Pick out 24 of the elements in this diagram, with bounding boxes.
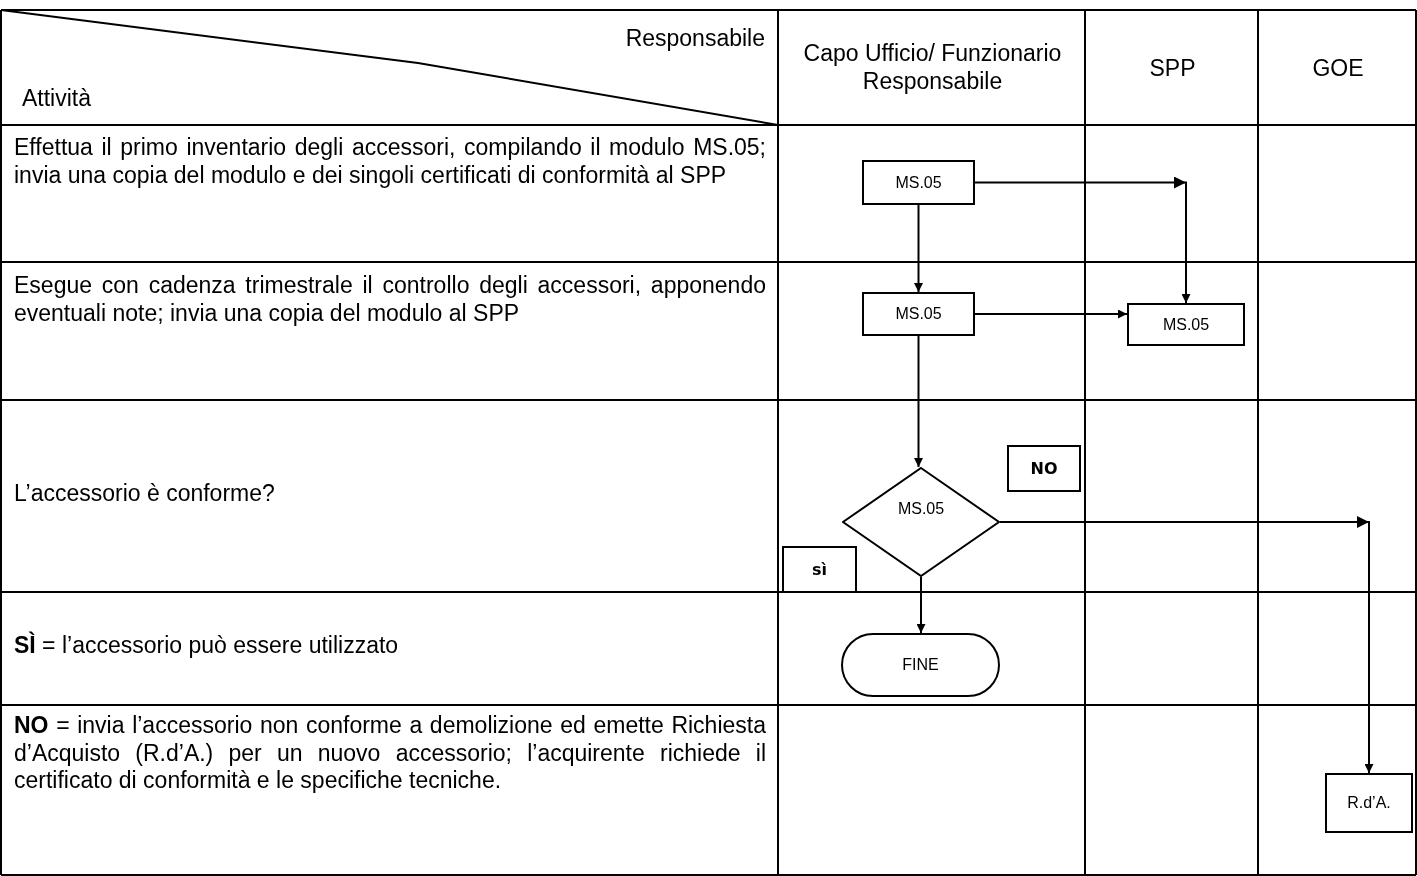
column-header: Responsabile	[624, 24, 765, 54]
terminal-box: FINE	[841, 633, 1000, 697]
arrow	[974, 177, 1191, 304]
column-header: SPP	[1148, 54, 1197, 84]
activity-text: NO = invia l’accessorio non conforme a demolizione ed emette Richiesta d’Acquisto (R.d’A.) per un nuovo accessorio; l’acquirente richiede il certificato di conformità e le specifiche tecniche.	[14, 712, 766, 795]
process-box: MS.05	[862, 292, 975, 336]
activity-text: SÌ = l’accessorio può essere utilizzato	[14, 632, 400, 660]
column-header: Capo Ufficio/ Funzionario Responsabile	[802, 39, 1063, 96]
process-box: R.d’A.	[1325, 773, 1413, 833]
process-box: MS.05	[1127, 303, 1245, 346]
column-header: GOE	[1311, 54, 1365, 84]
arrow	[914, 335, 923, 468]
arrow	[916, 576, 926, 634]
activity-text: Esegue con cadenza trimestrale il controllo degli accessori, apponendo eventuali note; invia una copia del modulo al SPP	[14, 272, 766, 328]
activity-text: Effettua il primo inventario degli accessori, compilando il modulo MS.05; invia una copia del modulo e dei singoli certificati di conformità al SPP	[14, 134, 766, 190]
activity-text: L’accessorio è conforme?	[14, 480, 276, 508]
column-header: Attività	[22, 84, 93, 114]
answer-label: sì	[782, 546, 857, 593]
answer-label: NO	[1007, 445, 1081, 492]
arrow	[999, 516, 1374, 774]
decision-diamond: MS.05	[842, 467, 1000, 577]
arrow	[914, 204, 923, 293]
process-box: MS.05	[862, 160, 975, 205]
arrow	[974, 309, 1128, 319]
